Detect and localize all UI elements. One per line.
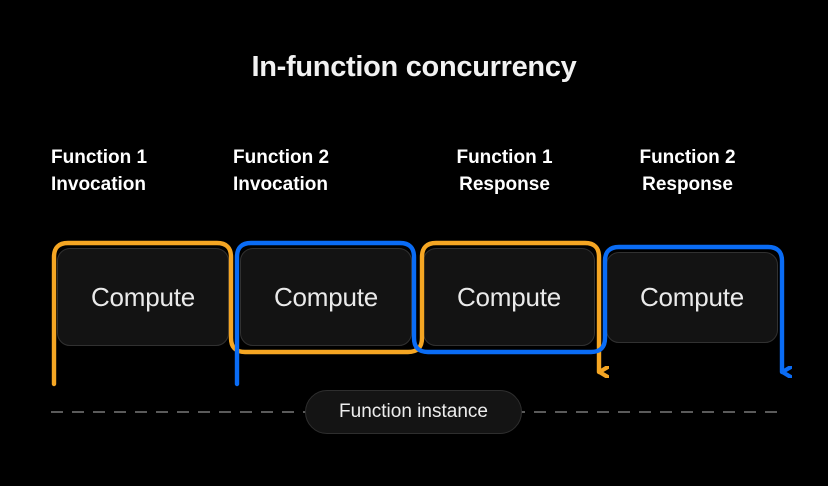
label-function-1-response: Function 1 Response (456, 147, 553, 195)
compute-box-2: Compute (240, 248, 412, 346)
label-function-1-invocation: Function 1 Invocation (51, 147, 148, 195)
compute-box-3: Compute (423, 248, 595, 346)
function-instance-pill: Function instance (305, 390, 522, 434)
compute-box-4: Compute (606, 252, 778, 343)
label-function-2-response: Function 2 Response (639, 147, 736, 195)
label-function-2-invocation: Function 2 Invocation (233, 147, 330, 195)
page-title: In-function concurrency (251, 51, 577, 83)
compute-box-1: Compute (57, 248, 229, 346)
